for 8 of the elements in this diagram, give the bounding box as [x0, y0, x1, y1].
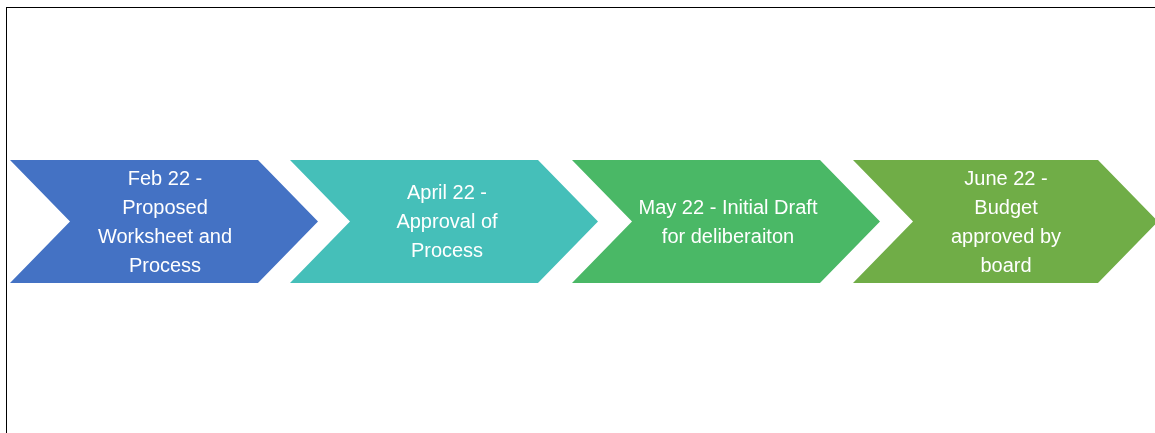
chevron-step [10, 160, 318, 283]
step-label: June 22 - Budget approved by board [949, 165, 1063, 278]
step-label: Feb 22 - Proposed Worksheet and Process [96, 165, 234, 278]
chevron-step [853, 160, 1155, 283]
step-label: May 22 - Initial Draft for deliberaiton [638, 194, 818, 249]
step-label: April 22 - Approval of Process [395, 180, 499, 263]
chevron-step [572, 160, 880, 283]
chevron-step [290, 160, 598, 283]
